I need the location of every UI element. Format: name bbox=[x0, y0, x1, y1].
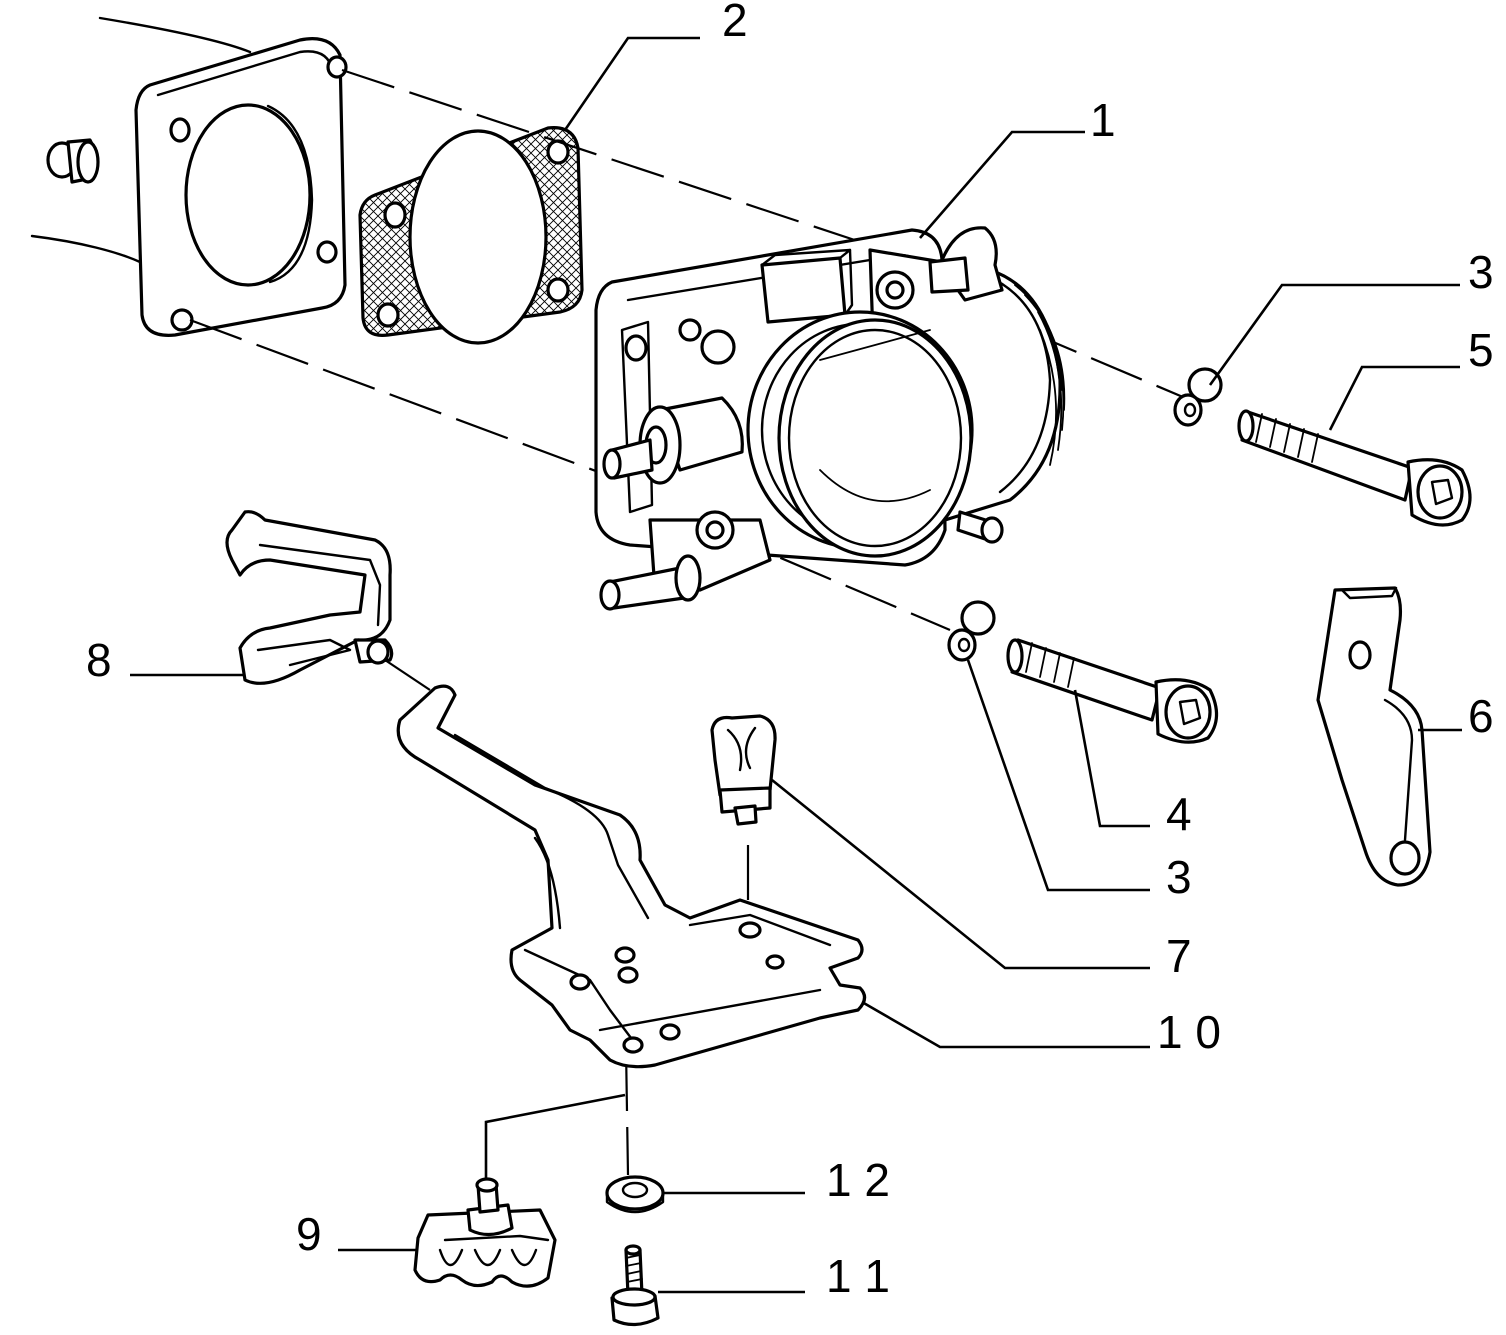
clip-alignment-line bbox=[384, 659, 431, 691]
manifold-stud bbox=[46, 138, 100, 184]
callout-11: 1 1 bbox=[826, 1250, 890, 1302]
throttle-body bbox=[594, 226, 1066, 611]
intake-manifold-flange bbox=[30, 16, 348, 337]
callout-9: 9 bbox=[296, 1208, 322, 1260]
callout-8: 8 bbox=[86, 634, 112, 686]
screw-short bbox=[1006, 638, 1219, 744]
rubber-mount bbox=[413, 1177, 557, 1288]
gasket bbox=[358, 126, 584, 345]
washer-lower bbox=[947, 600, 996, 662]
screw-long bbox=[1237, 409, 1472, 527]
callout-labels: 1 2 3 5 6 4 3 7 1 0 8 9 1 2 1 1 bbox=[86, 0, 1494, 1302]
callout-12: 1 2 bbox=[826, 1154, 890, 1206]
callout-7: 7 bbox=[1166, 930, 1192, 982]
callout-4: 4 bbox=[1166, 788, 1192, 840]
callout-5: 5 bbox=[1468, 324, 1494, 376]
cable-clip bbox=[225, 510, 394, 685]
leader-lines bbox=[130, 36, 1462, 1294]
callout-10: 1 0 bbox=[1157, 1006, 1221, 1058]
flat-washer bbox=[605, 1175, 665, 1214]
callout-6: 6 bbox=[1468, 690, 1494, 742]
callout-2: 2 bbox=[722, 0, 748, 46]
support-plate bbox=[396, 684, 867, 1069]
callout-3-lower: 3 bbox=[1166, 851, 1192, 903]
bracket bbox=[1316, 586, 1432, 887]
callout-3-upper: 3 bbox=[1468, 246, 1494, 298]
connector-clip bbox=[710, 714, 777, 826]
callout-1: 1 bbox=[1090, 94, 1116, 146]
small-bolt bbox=[610, 1244, 660, 1327]
washer-upper bbox=[1173, 367, 1223, 427]
